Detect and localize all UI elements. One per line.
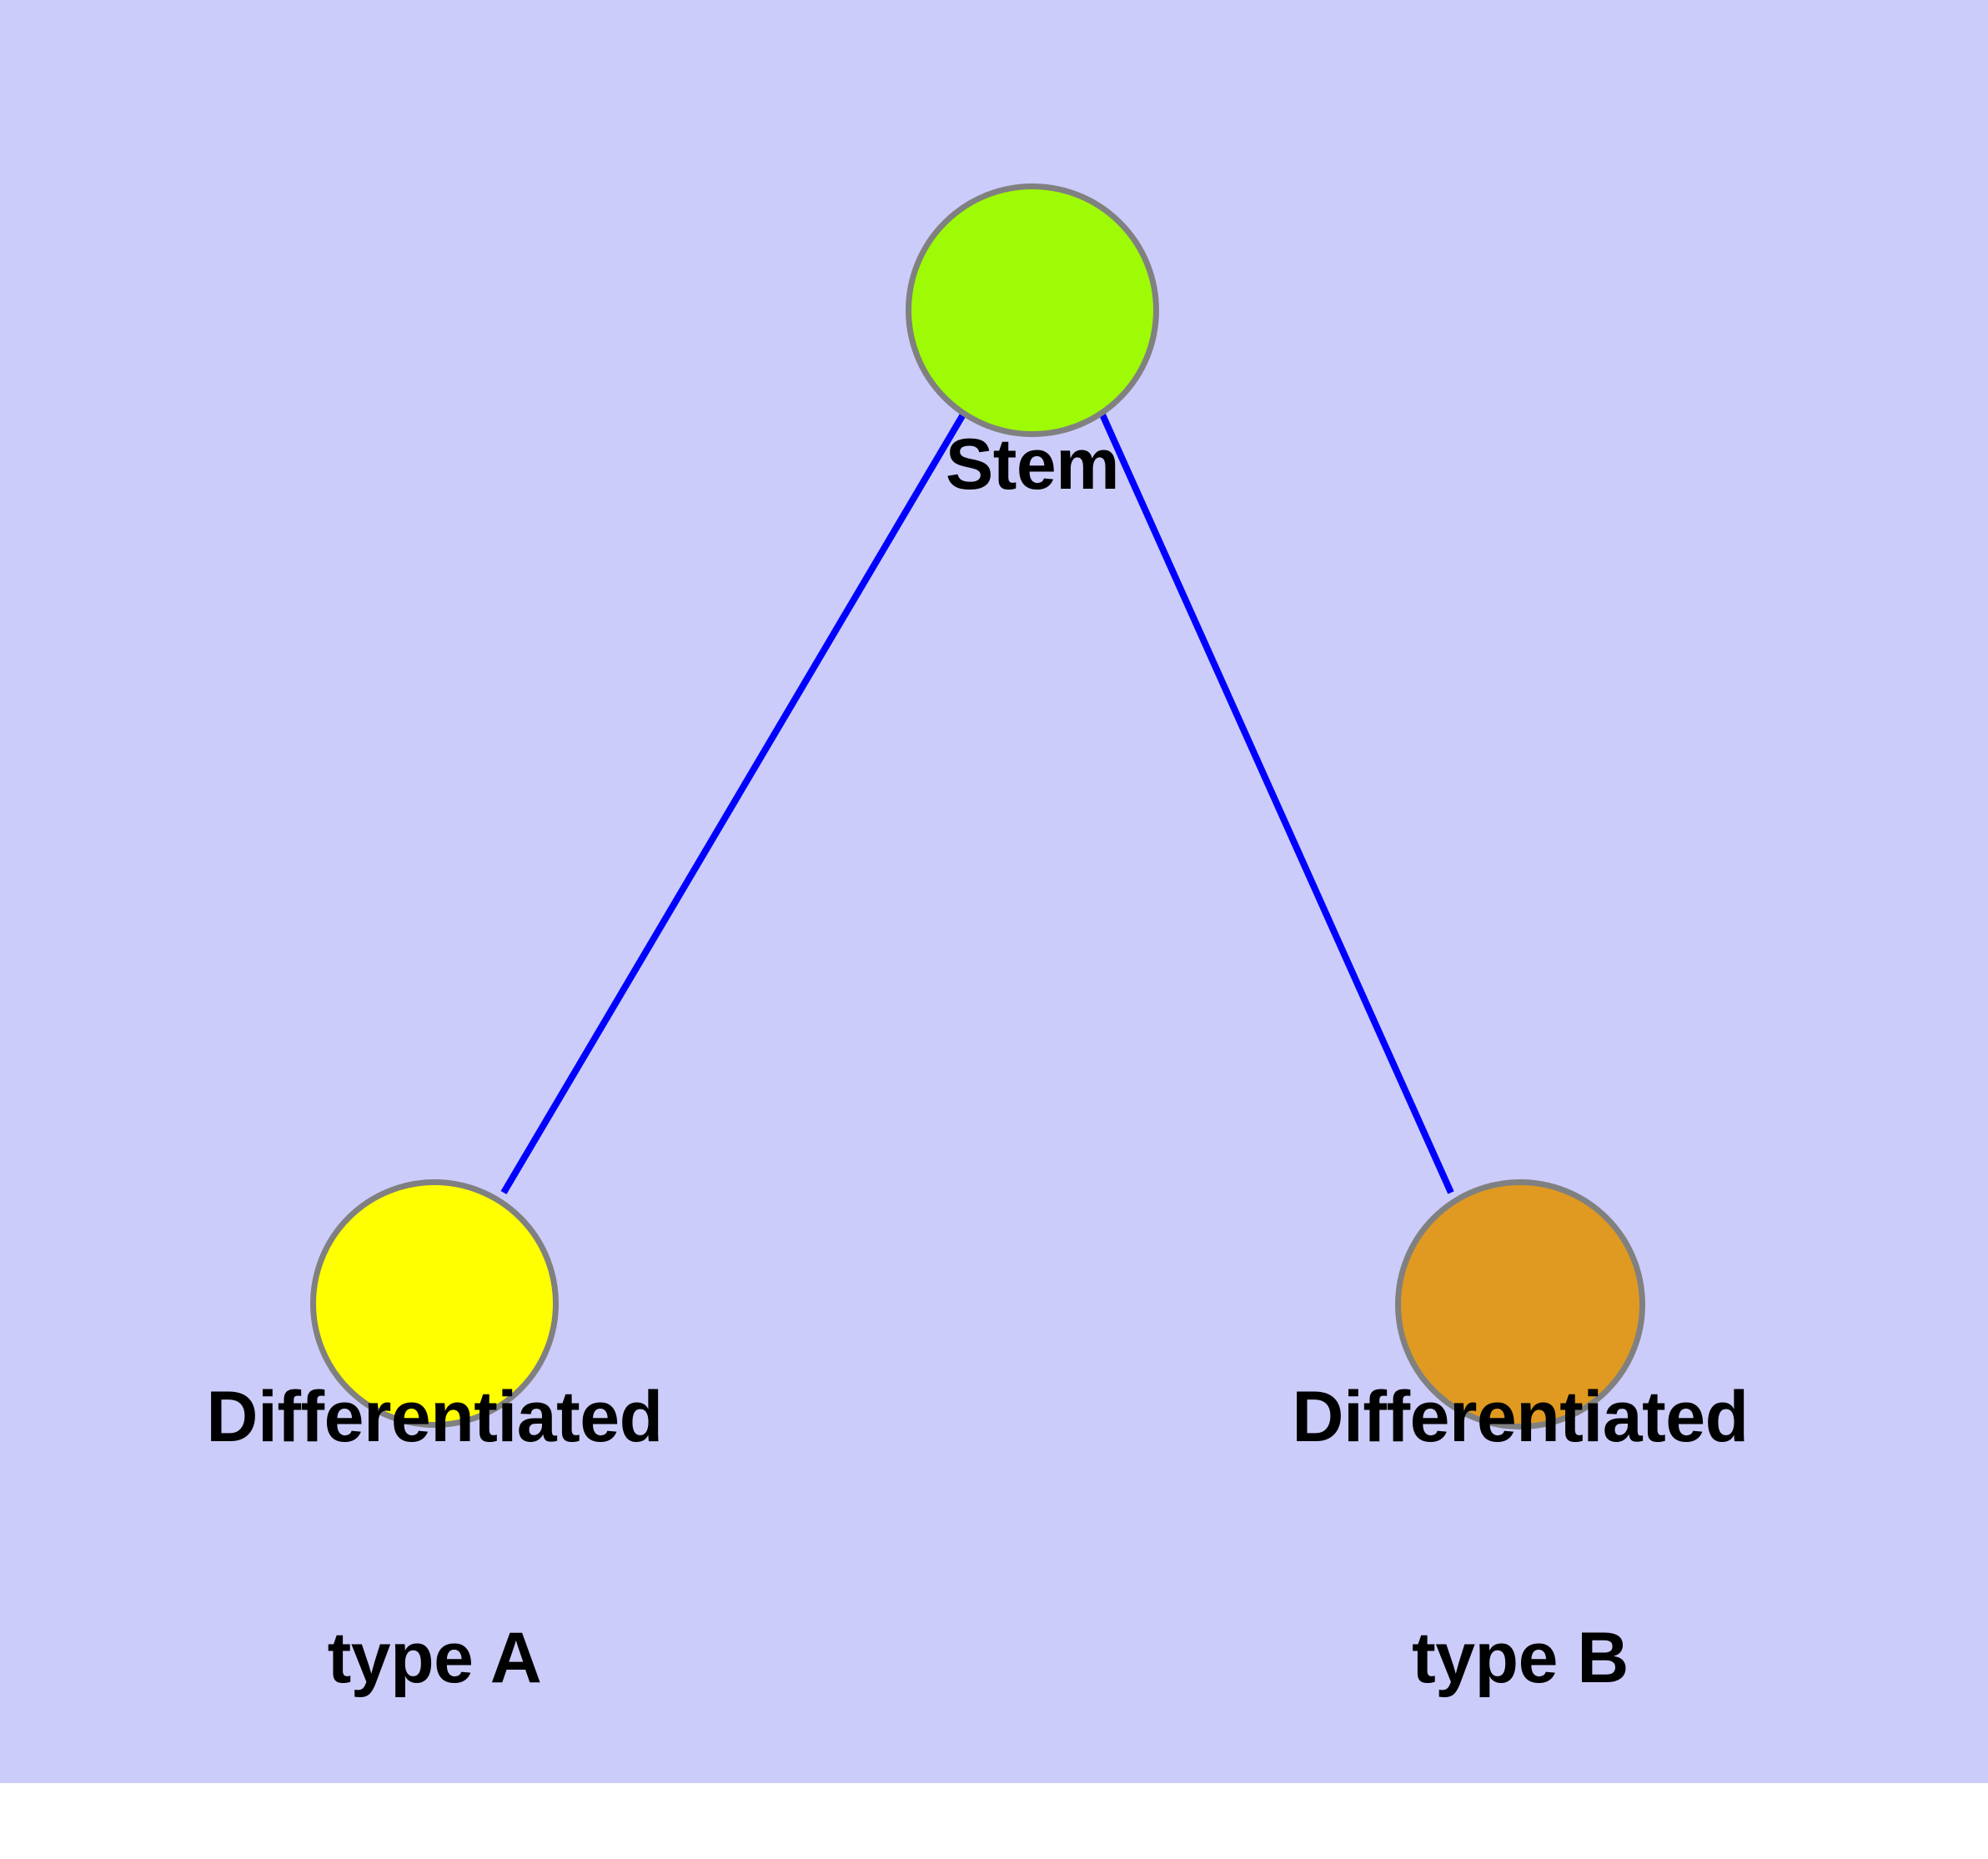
node-diff-a-label-line2: type A — [327, 1617, 542, 1698]
diagram-canvas: Stem Differentiated type A Differentiate… — [0, 0, 1988, 1783]
node-differentiated-type-b[interactable] — [1395, 1179, 1645, 1429]
node-layer: Stem Differentiated type A Differentiate… — [206, 183, 1749, 1698]
edge-stem-to-diff-b[interactable] — [1099, 413, 1454, 1194]
node-stem[interactable] — [906, 183, 1159, 437]
edge-layer — [500, 412, 1454, 1195]
node-differentiated-type-a[interactable] — [310, 1179, 559, 1428]
node-diff-b-label-line2: type B — [1412, 1617, 1629, 1698]
edge-stem-to-diff-a[interactable] — [500, 412, 966, 1195]
